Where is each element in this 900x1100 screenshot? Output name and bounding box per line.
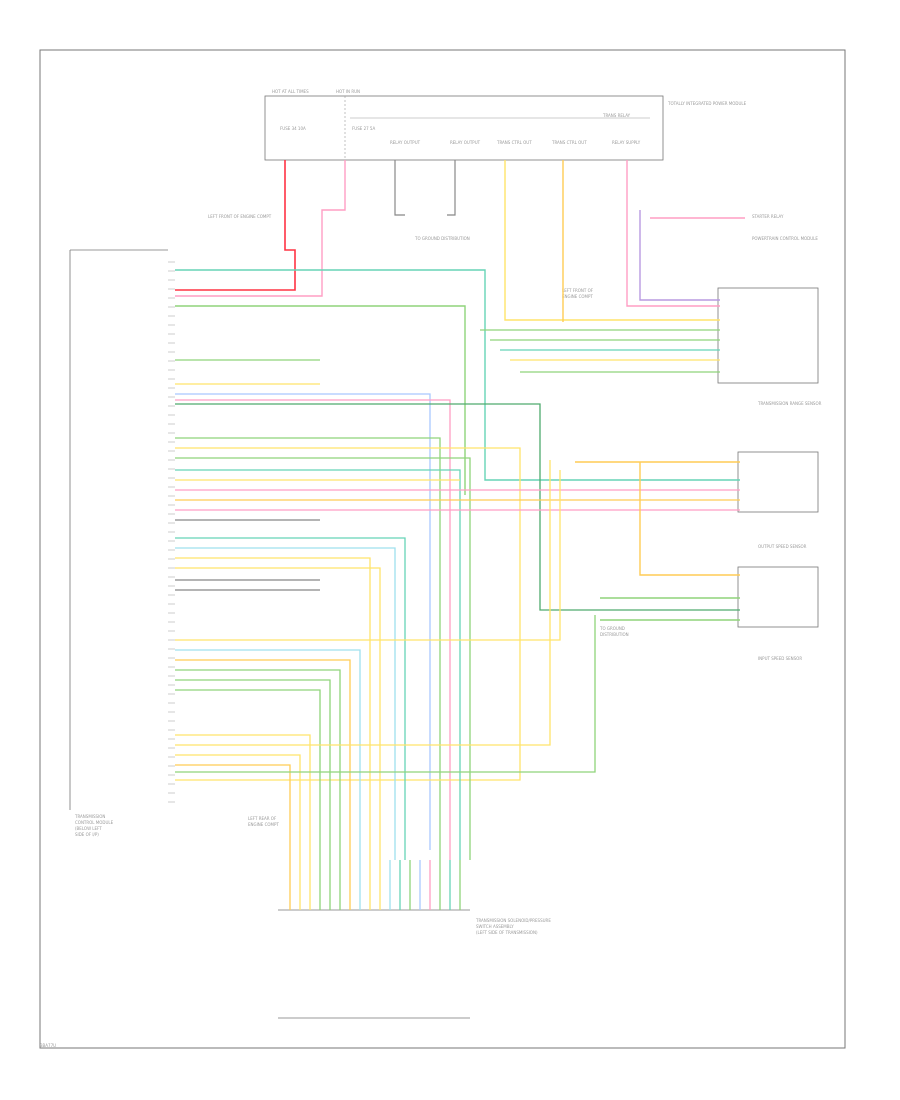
right-unit-box-1	[717, 287, 819, 384]
fuse-label-2: HOT IN RUN	[336, 89, 360, 94]
yellow-ctrl-wire	[175, 470, 561, 641]
orange-ctrl-wire	[175, 659, 351, 860]
pink-sensor-wire	[175, 399, 451, 860]
pcm-title-2: CONTROL MODULE	[75, 820, 114, 825]
pcm-title-4: SIDE OF I/P)	[75, 832, 99, 837]
yellow-sol-wire	[175, 754, 301, 860]
green-ctrl-wire	[175, 669, 341, 860]
sub-label-3: TRANS CTRL OUT	[496, 140, 532, 145]
green-ctrl-wire	[175, 679, 331, 860]
fuse-label-1: HOT AT ALL TIMES	[272, 89, 309, 94]
teal-signal-wire	[175, 269, 740, 481]
bottom-title-1: TRANSMISSION SOLENOID/PRESSURE	[475, 918, 551, 923]
diagram-frame	[39, 49, 846, 1049]
right-unit-label-4: OUTPUT SPEED SENSOR	[758, 544, 807, 549]
green-sensor-wire	[175, 457, 471, 860]
ground-label-1: TO GROUND DISTRIBUTION	[414, 236, 470, 241]
ground-label-2: LEFT FRONT OF ENGINE COMPT	[208, 214, 272, 219]
sub-label-4: TRANS CTRL OUT	[551, 140, 587, 145]
wire-layer	[175, 160, 745, 910]
yellow-sol-wire	[175, 460, 551, 746]
fuse-id-1: FUSE 34 10A	[280, 126, 306, 131]
pink-power-wire	[175, 160, 346, 297]
gray-ground-wire	[447, 160, 456, 216]
red-power-wire	[175, 160, 296, 291]
teal-lower-wire	[175, 537, 406, 860]
yellow-trans-ctrl-wire	[504, 160, 720, 321]
pin-layer	[168, 261, 175, 803]
right-unit-label-3: TRANSMISSION RANGE SENSOR	[757, 401, 822, 406]
trs-note-2: ENGINE COMPT	[562, 294, 593, 299]
right-unit-box-2	[737, 451, 819, 513]
pcm-title-3: (BELOW LEFT	[75, 826, 102, 831]
cyan-ctrl-wire	[175, 649, 361, 860]
dkgreen-sensor-wire	[175, 403, 740, 611]
bottom-head-2: ENGINE COMPT	[248, 822, 279, 827]
green-signal-wire	[175, 305, 466, 495]
yellow-lower-wire	[175, 557, 371, 860]
gnd-note-1: TO GROUND	[599, 626, 625, 631]
gnd-note-2: DISTRIBUTION	[600, 632, 629, 637]
lightblue-sensor-wire	[175, 393, 431, 850]
diagram-code: 3BA77U	[40, 1043, 57, 1048]
orange-output-speed-wire	[639, 462, 740, 576]
pcm-title-1: TRANSMISSION	[74, 814, 105, 819]
green-sol-wire	[175, 615, 596, 773]
sub-label-5: RELAY SUPPLY	[612, 140, 641, 145]
green-ctrl-wire	[175, 689, 321, 860]
right-unit-label-5: INPUT SPEED SENSOR	[758, 656, 802, 661]
relay-label: TRANS RELAY	[602, 113, 631, 118]
bottom-title-2: SWITCH ASSEMBLY	[476, 924, 514, 929]
fuse-id-2: FUSE 27 5A	[352, 126, 375, 131]
pink-relay-wire	[626, 160, 720, 307]
sub-label-1: RELAY OUTPUT	[390, 140, 421, 145]
teal-sensor-wire	[175, 469, 461, 860]
right-unit-label-2: POWERTRAIN CONTROL MODULE	[752, 236, 818, 241]
yellow-lower-wire	[175, 567, 381, 860]
orange-sol-wire	[175, 764, 291, 860]
cyan-lower-wire	[175, 547, 396, 860]
right-unit-label-1: STARTER RELAY	[752, 214, 784, 219]
power-module-label: TOTALLY INTEGRATED POWER MODULE	[667, 101, 747, 106]
power-module-box	[264, 95, 664, 161]
green-sensor-wire	[175, 437, 441, 860]
yellow-sol-wire	[175, 734, 311, 860]
gray-ground-wire	[394, 160, 405, 216]
trs-note-1: LEFT FRONT OF	[562, 288, 594, 293]
bottom-head-1: LEFT REAR OF	[248, 816, 277, 821]
yellow-loop-wire	[175, 447, 521, 781]
sub-label-2: RELAY OUTPUT	[450, 140, 481, 145]
purple-relay-wire	[639, 210, 720, 301]
right-unit-box-3	[737, 566, 819, 628]
bottom-title-3: (LEFT SIDE OF TRANSMISSION)	[476, 930, 538, 935]
